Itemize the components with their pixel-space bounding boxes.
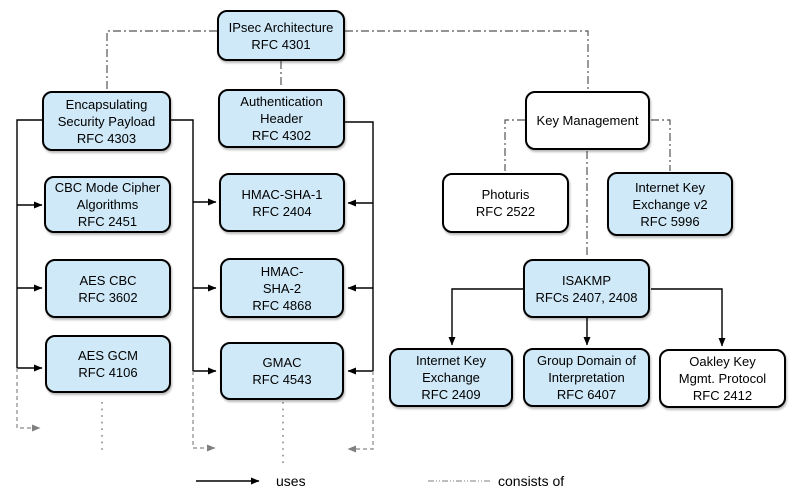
node-aes-gcm: AES GCM RFC 4106	[45, 335, 171, 393]
node-key-management: Key Management	[525, 91, 650, 150]
legend-uses-label: uses	[276, 473, 306, 489]
consists-of-connectors	[106, 30, 671, 257]
continuation-dotted-lines	[101, 402, 284, 466]
node-hmac-sha-2: HMAC- SHA-2 RFC 4868	[220, 258, 344, 318]
node-hmac-sha-1: HMAC-SHA-1 RFC 2404	[219, 173, 345, 232]
node-oakley-key-mgmt-protocol: Oakley Key Mgmt. Protocol RFC 2412	[659, 349, 786, 408]
uses-connectors	[16, 119, 726, 375]
node-gmac: GMAC RFC 4543	[220, 342, 344, 400]
node-aes-cbc: AES CBC RFC 3602	[45, 259, 171, 318]
node-internet-key-exchange-v2: Internet Key Exchange v2 RFC 5996	[607, 172, 733, 236]
node-group-domain-of-interpretation: Group Domain of Interpretation RFC 6407	[523, 348, 650, 407]
node-ipsec-architecture: IPsec Architecture RFC 4301	[217, 10, 345, 61]
node-cbc-mode-cipher-algorithms: CBC Mode Cipher Algorithms RFC 2451	[44, 176, 171, 233]
node-encapsulating-security-payload: Encapsulating Security Payload RFC 4303	[42, 91, 171, 151]
legend-consists-of-label: consists of	[498, 473, 565, 489]
continuation-arrows	[16, 368, 374, 453]
node-internet-key-exchange: Internet Key Exchange RFC 2409	[389, 348, 513, 407]
node-isakmp: ISAKMP RFCs 2407, 2408	[523, 259, 650, 318]
node-authentication-header: Authentication Header RFC 4302	[218, 89, 345, 148]
node-photuris: Photuris RFC 2522	[442, 173, 569, 233]
